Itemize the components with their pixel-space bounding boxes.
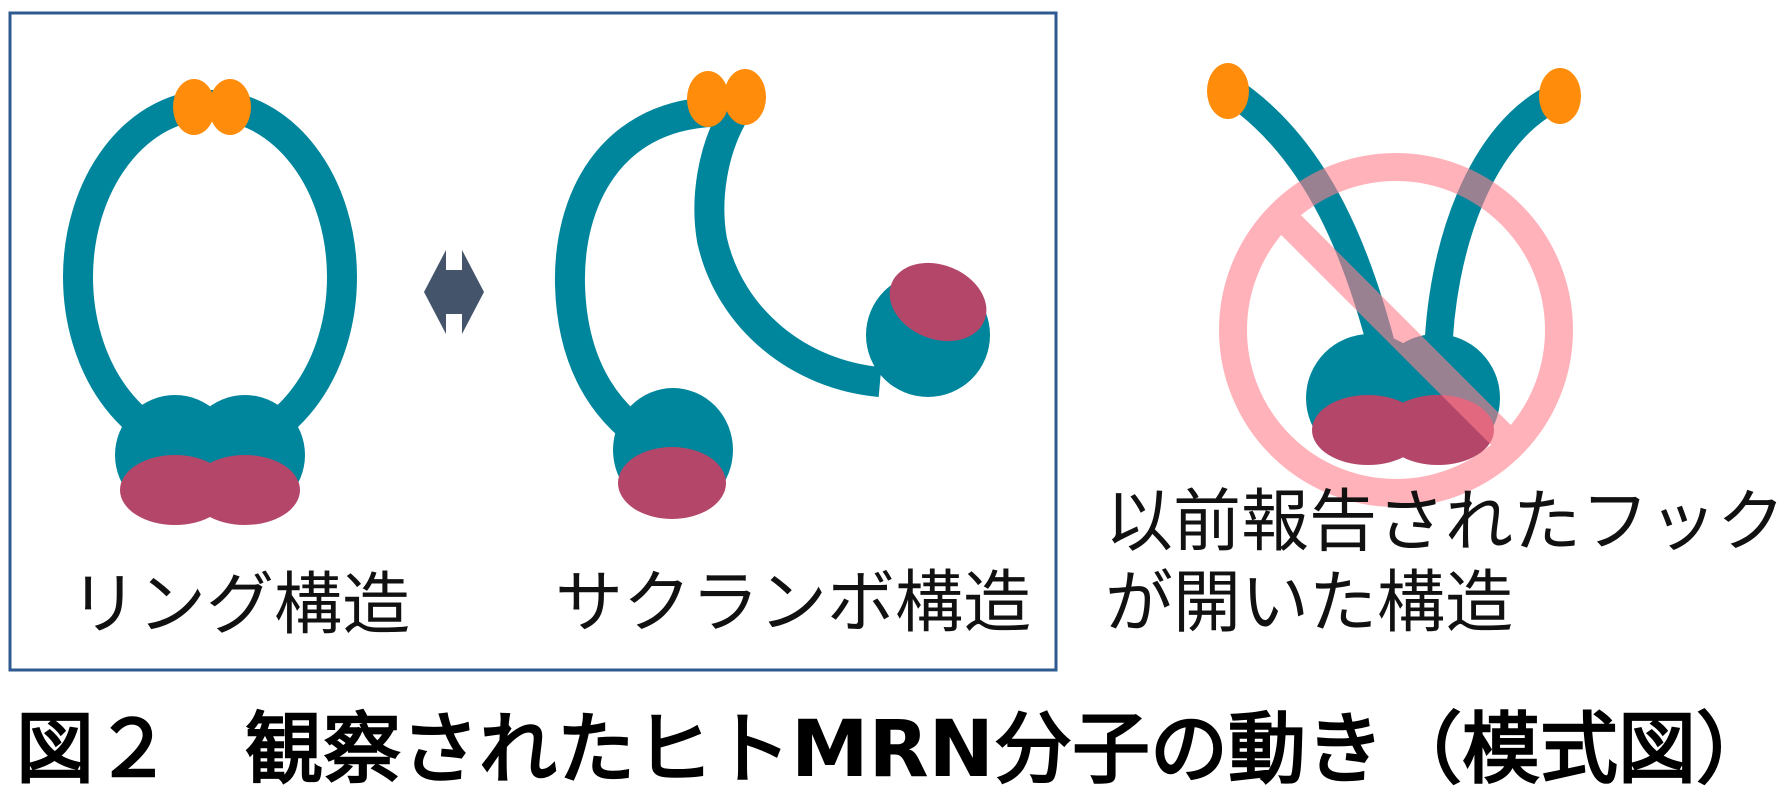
caption-number: 図２	[16, 705, 172, 795]
double-arrow-icon	[424, 250, 484, 334]
open-head	[1306, 334, 1500, 465]
cherry-left-head	[613, 388, 733, 519]
open-structure: 以前報告されたフック が開いた構造	[1105, 63, 1778, 643]
ring-head	[115, 395, 305, 525]
caption-text: 観察されたヒトMRN分子の動き（模式図）	[245, 705, 1774, 795]
cherry-left-arm	[554, 97, 712, 453]
ring-label: リング構造	[70, 566, 410, 645]
open-label-line1: 以前報告されたフック	[1105, 483, 1778, 562]
open-label-line2: が開いた構造	[1105, 564, 1513, 643]
open-tips	[1207, 63, 1581, 124]
ring-arm	[63, 90, 357, 464]
cherry-right-arm	[694, 104, 882, 397]
cherry-right-head	[866, 262, 990, 397]
structures-frame	[8, 11, 1058, 672]
cherry-tips	[687, 69, 766, 127]
figure-caption: 図２ 観察されたヒトMRN分子の動き（模式図）	[16, 705, 1774, 795]
cherry-structure: サクランボ構造	[555, 69, 1031, 643]
prohibition-icon	[1219, 153, 1573, 507]
cherry-label: サクランボ構造	[555, 564, 1031, 643]
ring-tips	[173, 79, 251, 135]
ring-structure: リング構造	[63, 79, 410, 645]
open-right-arm	[1424, 82, 1567, 361]
